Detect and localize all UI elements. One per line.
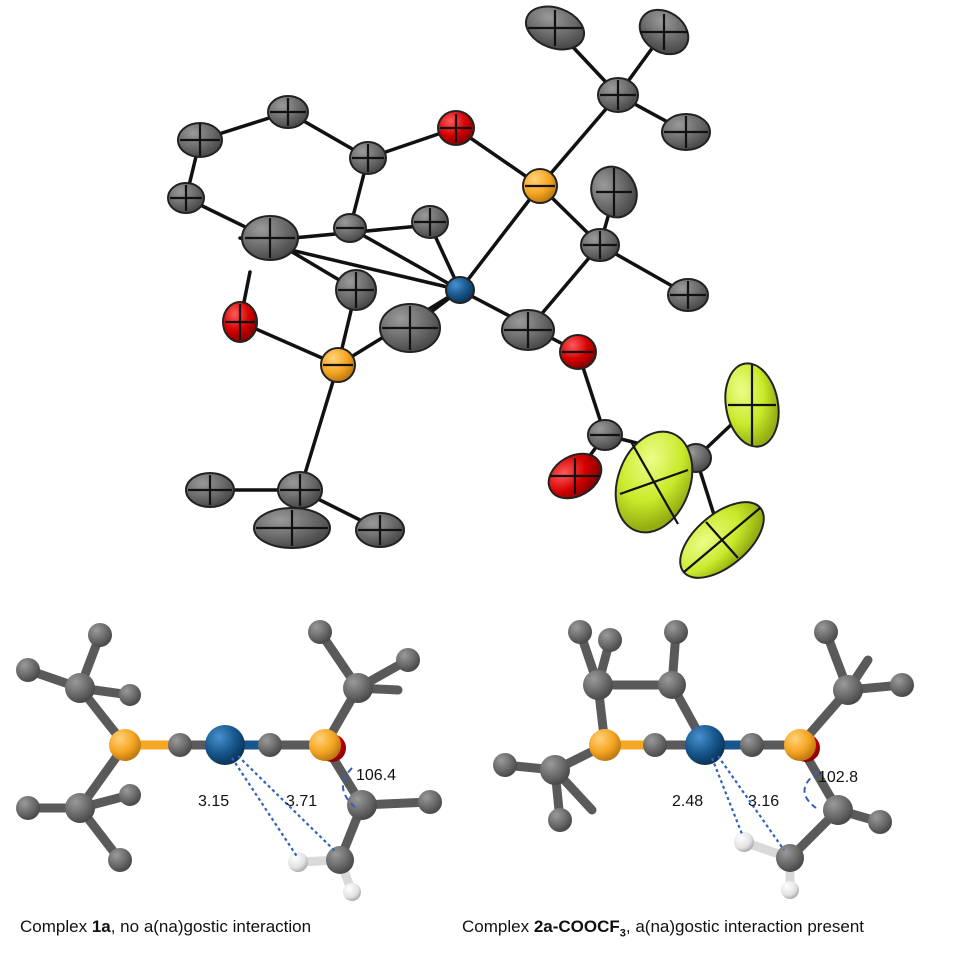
- distance-label: 3.71: [286, 793, 317, 810]
- carbon-atom: [16, 658, 40, 682]
- carbon-atom: [65, 673, 95, 703]
- carbon-atom: [396, 648, 420, 672]
- carbon-atom: [548, 808, 572, 832]
- caption-compound-id: 2a-COOCF: [533, 917, 620, 936]
- angle-label: 102.8: [818, 769, 858, 786]
- carbon-atom: [568, 620, 592, 644]
- carbon-atom: [418, 790, 442, 814]
- carbon-atom: [65, 793, 95, 823]
- carbon-atom: [343, 673, 373, 703]
- complex-2a-atoms: [493, 620, 914, 899]
- carbon-atom: [258, 733, 282, 757]
- complex-2a-structure: 2.48 3.16 102.8: [493, 620, 914, 899]
- phosphorus-atom: [109, 729, 141, 761]
- carbon-atom: [890, 673, 914, 697]
- carbon-atom: [119, 784, 141, 806]
- distance-label: 2.48: [672, 793, 703, 810]
- carbon-atom: [740, 733, 764, 757]
- complex-1a-structure: 3.15 3.71 106.4: [16, 620, 442, 901]
- carbon-atom: [88, 623, 112, 647]
- caption-subscript: 3: [619, 927, 626, 940]
- angle-label: 106.4: [356, 767, 396, 784]
- hydrogen-atom: [781, 881, 799, 899]
- carbon-atom: [108, 848, 132, 872]
- caption-text: Complex: [462, 917, 534, 936]
- hydrogen-atom: [343, 883, 361, 901]
- carbon-atom: [347, 790, 377, 820]
- complex-1a-atoms: [16, 620, 442, 901]
- carbon-atom: [16, 796, 40, 820]
- distance-label: 3.15: [198, 793, 229, 810]
- carbon-atom: [119, 684, 141, 706]
- caption-complex-2a: Complex 2a-COOCF3, a(na)gostic interacti…: [462, 917, 864, 939]
- caption-complex-1a: Complex 1a, no a(na)gostic interaction: [20, 917, 311, 937]
- metal-atom: [685, 725, 725, 765]
- carbon-atom: [664, 620, 688, 644]
- carbon-atom: [833, 675, 863, 705]
- carbon-atom: [658, 671, 686, 699]
- top-ortep-structure: [167, 5, 780, 579]
- complex-1a-measurements: 3.15 3.71 106.4: [198, 755, 396, 859]
- carbon-atom: [776, 844, 804, 872]
- carbon-atom: [308, 620, 332, 644]
- ellipsoid-axes: [170, 10, 776, 573]
- phosphorus-atom: [784, 729, 816, 761]
- carbon-atom: [540, 755, 570, 785]
- carbon-atom: [493, 753, 517, 777]
- caption-compound-id: 1a: [91, 917, 111, 936]
- metal-atom: [205, 725, 245, 765]
- carbon-atom: [583, 670, 613, 700]
- carbon-atom: [868, 810, 892, 834]
- metal-atom: [445, 276, 475, 304]
- carbon-atom: [823, 795, 853, 825]
- phosphorus-atom: [309, 729, 341, 761]
- carbon-atom: [814, 620, 838, 644]
- carbon-atom: [643, 733, 667, 757]
- hydrogen-atom: [288, 852, 308, 872]
- phosphorus-atom: [589, 729, 621, 761]
- complex-2a-measurements: 2.48 3.16 102.8: [672, 755, 858, 851]
- caption-text: , no a(na)gostic interaction: [110, 917, 312, 936]
- hydrogen-atom: [734, 832, 754, 852]
- carbon-atom: [326, 846, 354, 874]
- carbon-atom: [168, 733, 192, 757]
- caption-text: Complex: [20, 917, 92, 936]
- distance-label: 3.16: [748, 793, 779, 810]
- carbon-atom: [598, 628, 622, 652]
- caption-text: , a(na)gostic interaction present: [625, 917, 865, 936]
